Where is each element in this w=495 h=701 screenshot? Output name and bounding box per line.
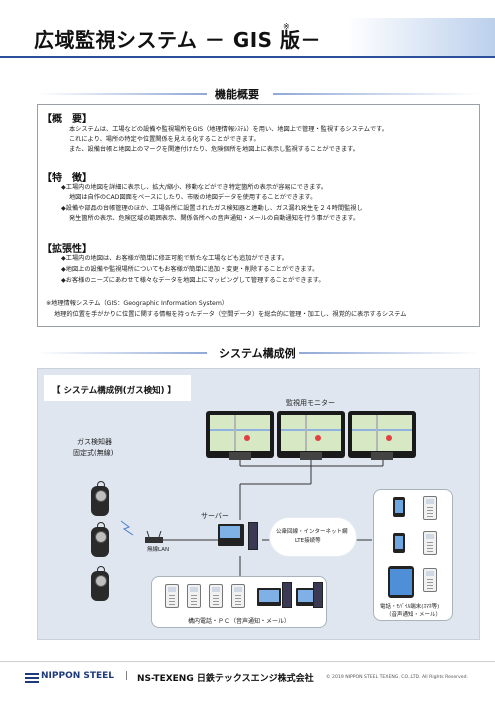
gis-note-line: 地理的位置を手がかりに位置に関する情報を持ったデータ（空間データ）を総合的に管理… <box>54 311 407 318</box>
map-screen <box>281 415 341 451</box>
monitor-stand <box>371 452 393 460</box>
section-rule-left <box>37 352 207 354</box>
pc-monitor-icon <box>257 588 281 606</box>
title-bar: 広域監視システム － GIS 版－ ※ <box>0 14 495 60</box>
features-line: ◆工場内の地図を詳細に表示し、拡大/縮小、移動などができ特定箇所の表示が容易にで… <box>61 184 328 191</box>
nippon-steel-logo-mark <box>25 673 39 683</box>
page-title: 広域監視システム － GIS 版－ <box>34 28 322 52</box>
features-line: 地図は自作のCAD図面をベースにしたり、市販の地図データを使用することができます… <box>69 194 317 201</box>
map-screen <box>352 415 412 451</box>
monitor-display <box>206 411 274 458</box>
system-section-title: システム構成例 <box>219 347 296 360</box>
footer-logo-separator: | <box>125 671 129 681</box>
title-underline <box>0 56 495 58</box>
system-section-head: システム構成例 <box>37 345 480 360</box>
mobile-devices-box <box>373 489 453 621</box>
monitor-stand <box>300 452 322 460</box>
monitor-stand <box>229 452 251 460</box>
features-line: 発生箇所の表示、危険区域の範囲表示、関係各所への音声通知・メールの自動通知を行う… <box>69 215 360 222</box>
server-monitor-icon <box>218 524 244 546</box>
network-cloud <box>270 518 356 556</box>
gas-detector-label: ガス検知器 <box>77 438 112 446</box>
expandability-line: ◆お客様のニーズにあわせて様々なデータを地図上にマッピングして管理することができ… <box>61 277 325 284</box>
gas-detector-icon <box>91 566 109 601</box>
expandability-line: ◆工場内の地図は、お客様が簡単に修正可能で新たな工場なども追加ができます。 <box>61 255 288 262</box>
network-label: 公衆回線・インターネット網 <box>276 529 348 535</box>
phone-icon <box>423 568 437 592</box>
monitors-label: 監視用モニター <box>286 399 335 407</box>
desk-phone-icon <box>209 584 223 608</box>
mobile-devices-sub-label: （音声通知・メール） <box>386 612 442 618</box>
tablet-icon <box>388 566 414 598</box>
expandability-heading: 【拡張性】 <box>42 244 92 255</box>
gis-note-line: ※地理情報システム（GIS：Geographic Information Sys… <box>46 300 229 307</box>
summary-line: これにより、場所の特定や位置関係を見える化することができます。 <box>69 136 260 143</box>
overview-section-head: 機能概要 <box>37 86 480 101</box>
features-heading: 【特 徴】 <box>42 173 92 184</box>
internal-devices-label: 構内電話・ＰＣ（音声通知・メール） <box>188 618 291 625</box>
gas-detector-icon <box>91 522 109 557</box>
section-rule-right <box>299 352 480 354</box>
desk-phone-icon <box>165 584 179 608</box>
expandability-line: ◆地図上の設備や監視場所についてもお客様が簡単に追加・変更・削除することができま… <box>61 266 319 273</box>
mobile-devices-label: 電話・ﾓﾊﾞｲﾙ端末(ｽﾏﾎ等) <box>380 604 440 610</box>
gas-detector-icon <box>91 481 109 516</box>
alert-marker <box>386 435 392 441</box>
company-logo: NS-TEXENG 日鉄テックスエンジ株式会社 <box>137 674 314 684</box>
phone-icon <box>423 496 437 520</box>
pc-tower-icon <box>282 582 292 608</box>
network-sub-label: LTE接続等 <box>295 538 321 544</box>
desk-phone-icon <box>187 584 201 608</box>
server-tower-icon <box>248 522 258 550</box>
gas-detector-type-label: 固定式(無線) <box>73 449 114 457</box>
alert-marker <box>315 435 321 441</box>
map-screen <box>210 415 270 451</box>
overview-section-title: 機能概要 <box>215 88 259 101</box>
footer-divider <box>0 661 495 662</box>
alert-marker <box>244 435 250 441</box>
server-label: サーバー <box>201 512 229 520</box>
example-label: 【 システム構成例(ガス検知) 】 <box>52 386 176 396</box>
phone-icon <box>423 531 437 555</box>
summary-line: また、設備台帳と地図上のマークを関連付けたり、危険個所を地図上に表示し監視するこ… <box>69 146 359 153</box>
wireless-lan-label: 無線LAN <box>147 547 170 553</box>
nippon-steel-logo: NIPPON STEEL <box>41 671 115 681</box>
smartphone-icon <box>393 533 405 553</box>
smartphone-icon <box>393 497 405 517</box>
monitor-display <box>277 411 345 458</box>
section-rule-left <box>37 93 207 95</box>
overview-box: 【概 要】 本システムは、工場などの設備や監視場所をGIS（地理情報ｼｽﾃﾑ）を… <box>37 104 480 327</box>
copyright: © 2019 NIPPON STEEL TEXENG. CO.,LTD. All… <box>326 675 468 680</box>
monitor-display <box>348 411 416 458</box>
title-band <box>0 18 495 56</box>
summary-line: 本システムは、工場などの設備や監視場所をGIS（地理情報ｼｽﾃﾑ）を用い、地図上… <box>69 126 388 133</box>
title-footnote-mark: ※ <box>283 22 290 31</box>
desk-phone-icon <box>231 584 245 608</box>
features-line: ◆設備や部品の台帳管理のほか、工場各所に設置されたガス検知器と連動し、ガス漏れ発… <box>61 205 363 212</box>
pc-tower-icon <box>313 582 323 608</box>
example-label-box <box>44 375 191 401</box>
summary-heading: 【概 要】 <box>42 114 92 125</box>
wireless-router-icon <box>145 530 163 543</box>
section-rule-right <box>273 93 480 95</box>
